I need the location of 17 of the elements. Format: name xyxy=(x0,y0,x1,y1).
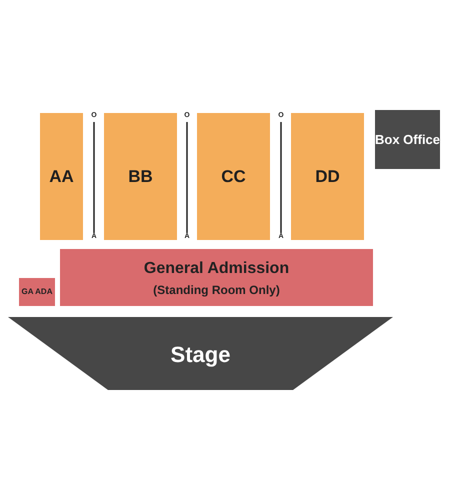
area-name: CC xyxy=(221,166,246,188)
seating-section xyxy=(40,113,83,240)
general-admission-area xyxy=(60,249,373,306)
seating-section xyxy=(291,113,364,240)
area-name: DD xyxy=(315,166,340,188)
box-office-block xyxy=(375,110,440,169)
ada-section xyxy=(19,278,55,306)
area-name: Box Office xyxy=(375,131,440,148)
area-name: GA ADA xyxy=(22,287,52,297)
seating-section xyxy=(197,113,270,240)
area-name: BB xyxy=(128,166,153,188)
area-name: AA xyxy=(49,166,74,188)
stage-shape xyxy=(8,317,393,390)
area-note: (Standing Room Only) xyxy=(153,282,280,298)
area-name: General Admission xyxy=(144,258,290,278)
seating-section xyxy=(104,113,177,240)
area-name: Stage xyxy=(170,341,230,369)
